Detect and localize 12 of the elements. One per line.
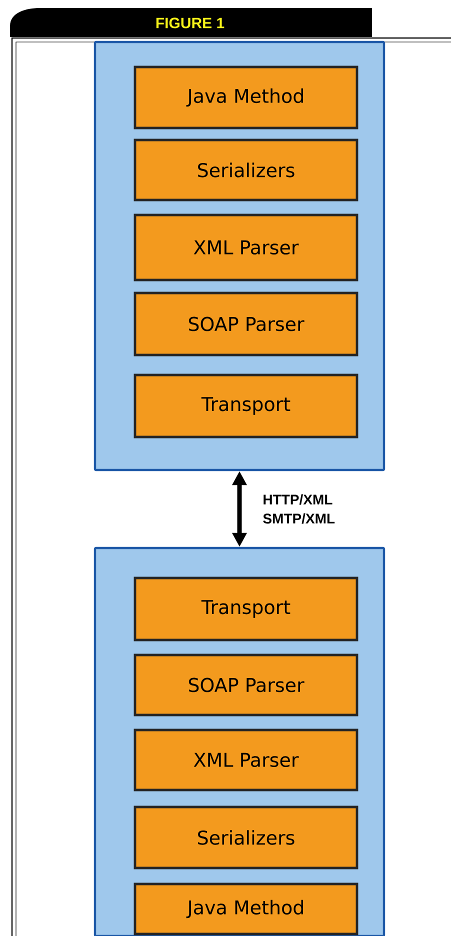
layer-box: SOAP Parser xyxy=(134,654,358,716)
layer-box: XML Parser xyxy=(134,728,358,792)
layer-box: Transport xyxy=(134,374,358,438)
layer-box: Serializers xyxy=(134,138,358,202)
layer-box: Serializers xyxy=(134,806,358,870)
header-tab: FIGURE 1 xyxy=(10,8,372,37)
layer-box: SOAP Parser xyxy=(134,292,358,356)
layer-box: XML Parser xyxy=(134,214,358,282)
layer-box: Java Method xyxy=(134,66,358,130)
layer-box: Java Method xyxy=(134,882,358,936)
edge-label: HTTP/XML SMTP/XML xyxy=(263,494,335,524)
layer-box: Transport xyxy=(134,576,358,642)
